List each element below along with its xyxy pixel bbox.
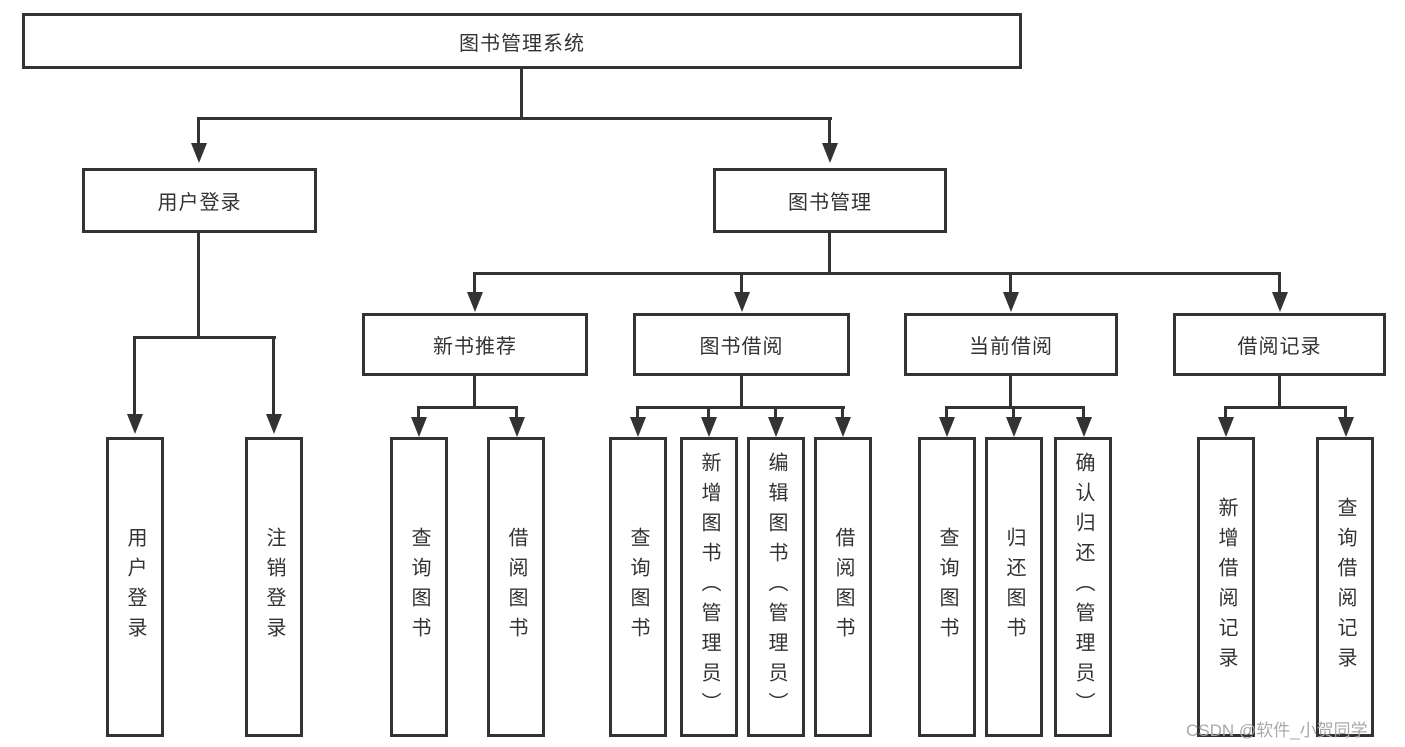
- arrow-down-icon: [1338, 417, 1354, 437]
- connector-arrow-line: [272, 336, 275, 415]
- node-book-borrow: 图书借阅: [633, 313, 850, 376]
- connector-group-hline: [417, 406, 518, 409]
- node-label: 用户登录: [124, 527, 146, 647]
- connector-group-stem: [1009, 376, 1012, 408]
- connector-group-stem: [1278, 376, 1281, 408]
- connector-arrow-line: [1009, 274, 1012, 294]
- arrow-down-icon: [701, 417, 717, 437]
- node-label: 图书管理: [788, 192, 872, 214]
- node-label: 图书管理系统: [459, 32, 585, 55]
- leaf-borrow-books-recommend: 借阅图书: [487, 437, 545, 737]
- arrow-down-icon: [127, 414, 143, 434]
- node-label: 确认归还（管理员）: [1072, 452, 1094, 722]
- connector-user-stem: [197, 233, 200, 339]
- connector-group-hline: [636, 406, 845, 409]
- node-label: 借阅图书: [505, 527, 527, 647]
- leaf-add-borrow-record: 新增借阅记录: [1197, 437, 1255, 737]
- arrow-down-icon: [1218, 417, 1234, 437]
- arrow-down-icon: [266, 414, 282, 434]
- arrow-down-icon: [734, 292, 750, 312]
- connector-arrow-line: [1344, 408, 1347, 419]
- node-label: 用户登录: [157, 192, 242, 214]
- connector-arrow-line: [841, 408, 844, 419]
- connector-arrow-line: [1224, 408, 1227, 419]
- connector-bookmgmt-stem: [828, 233, 831, 275]
- connector-user-hline: [133, 336, 276, 339]
- leaf-query-books-borrow: 查询图书: [609, 437, 667, 737]
- leaf-query-borrow-record: 查询借阅记录: [1316, 437, 1374, 737]
- connector-group-hline: [945, 406, 1085, 409]
- connector-arrow-line: [133, 336, 136, 415]
- node-book-management: 图书管理: [713, 168, 947, 233]
- leaf-query-books-recommend: 查询图书: [390, 437, 448, 737]
- node-label: 查询图书: [936, 527, 958, 647]
- node-label: 借阅图书: [832, 527, 854, 647]
- connector-arrow-line: [473, 274, 476, 294]
- arrow-down-icon: [630, 417, 646, 437]
- node-label: 图书借阅: [699, 336, 784, 358]
- node-label: 新书推荐: [433, 336, 517, 358]
- connector-arrow-line: [1082, 408, 1085, 419]
- node-root-library-system: 图书管理系统: [22, 13, 1022, 69]
- connector-arrow-line: [774, 408, 777, 419]
- node-current-borrow: 当前借阅: [904, 313, 1118, 376]
- node-label: 归还图书: [1003, 527, 1025, 647]
- node-label: 新增图书（管理员）: [698, 452, 720, 722]
- connector-group-stem: [740, 376, 743, 408]
- node-user-login-branch: 用户登录: [82, 168, 317, 233]
- connector-arrow-line: [1012, 408, 1015, 419]
- node-label: 查询图书: [627, 527, 649, 647]
- node-label: 注销登录: [263, 527, 285, 647]
- node-label: 新增借阅记录: [1215, 497, 1237, 677]
- connector-arrow-line: [740, 274, 743, 294]
- arrow-down-icon: [467, 292, 483, 312]
- node-label: 查询图书: [408, 527, 430, 647]
- arrow-down-icon: [1006, 417, 1022, 437]
- leaf-edit-books-admin: 编辑图书（管理员）: [747, 437, 805, 737]
- leaf-add-books-admin: 新增图书（管理员）: [680, 437, 738, 737]
- csdn-watermark: CSDN @软件_小贺同学: [1186, 721, 1368, 740]
- arrow-down-icon: [509, 417, 525, 437]
- node-label: 当前借阅: [969, 336, 1053, 358]
- node-label: 借阅记录: [1237, 336, 1322, 358]
- arrow-down-icon: [939, 417, 955, 437]
- connector-arrow-line: [197, 119, 200, 145]
- leaf-logout: 注销登录: [245, 437, 303, 737]
- arrow-down-icon: [411, 417, 427, 437]
- arrow-down-icon: [768, 417, 784, 437]
- arrow-down-icon: [1076, 417, 1092, 437]
- leaf-borrow-books: 借阅图书: [814, 437, 872, 737]
- arrow-down-icon: [822, 143, 838, 163]
- connector-root-stem: [520, 68, 523, 120]
- connector-arrow-line: [828, 119, 831, 145]
- node-label: 编辑图书（管理员）: [765, 452, 787, 722]
- connector-level2-hline: [473, 272, 1281, 275]
- connector-arrow-line: [945, 408, 948, 419]
- connector-group-stem: [473, 376, 476, 408]
- connector-arrow-line: [515, 408, 518, 419]
- arrow-down-icon: [1272, 292, 1288, 312]
- leaf-user-login: 用户登录: [106, 437, 164, 737]
- arrow-down-icon: [191, 143, 207, 163]
- node-new-book-recommend: 新书推荐: [362, 313, 588, 376]
- connector-arrow-line: [707, 408, 710, 419]
- node-label: 查询借阅记录: [1334, 497, 1356, 677]
- leaf-return-books: 归还图书: [985, 437, 1043, 737]
- connector-arrow-line: [417, 408, 420, 419]
- leaf-confirm-return-admin: 确认归还（管理员）: [1054, 437, 1112, 737]
- arrow-down-icon: [835, 417, 851, 437]
- arrow-down-icon: [1003, 292, 1019, 312]
- connector-group-hline: [1224, 406, 1347, 409]
- connector-arrow-line: [636, 408, 639, 419]
- connector-level1-hline: [197, 117, 832, 120]
- node-borrow-records: 借阅记录: [1173, 313, 1386, 376]
- connector-arrow-line: [1278, 274, 1281, 294]
- leaf-query-books-current: 查询图书: [918, 437, 976, 737]
